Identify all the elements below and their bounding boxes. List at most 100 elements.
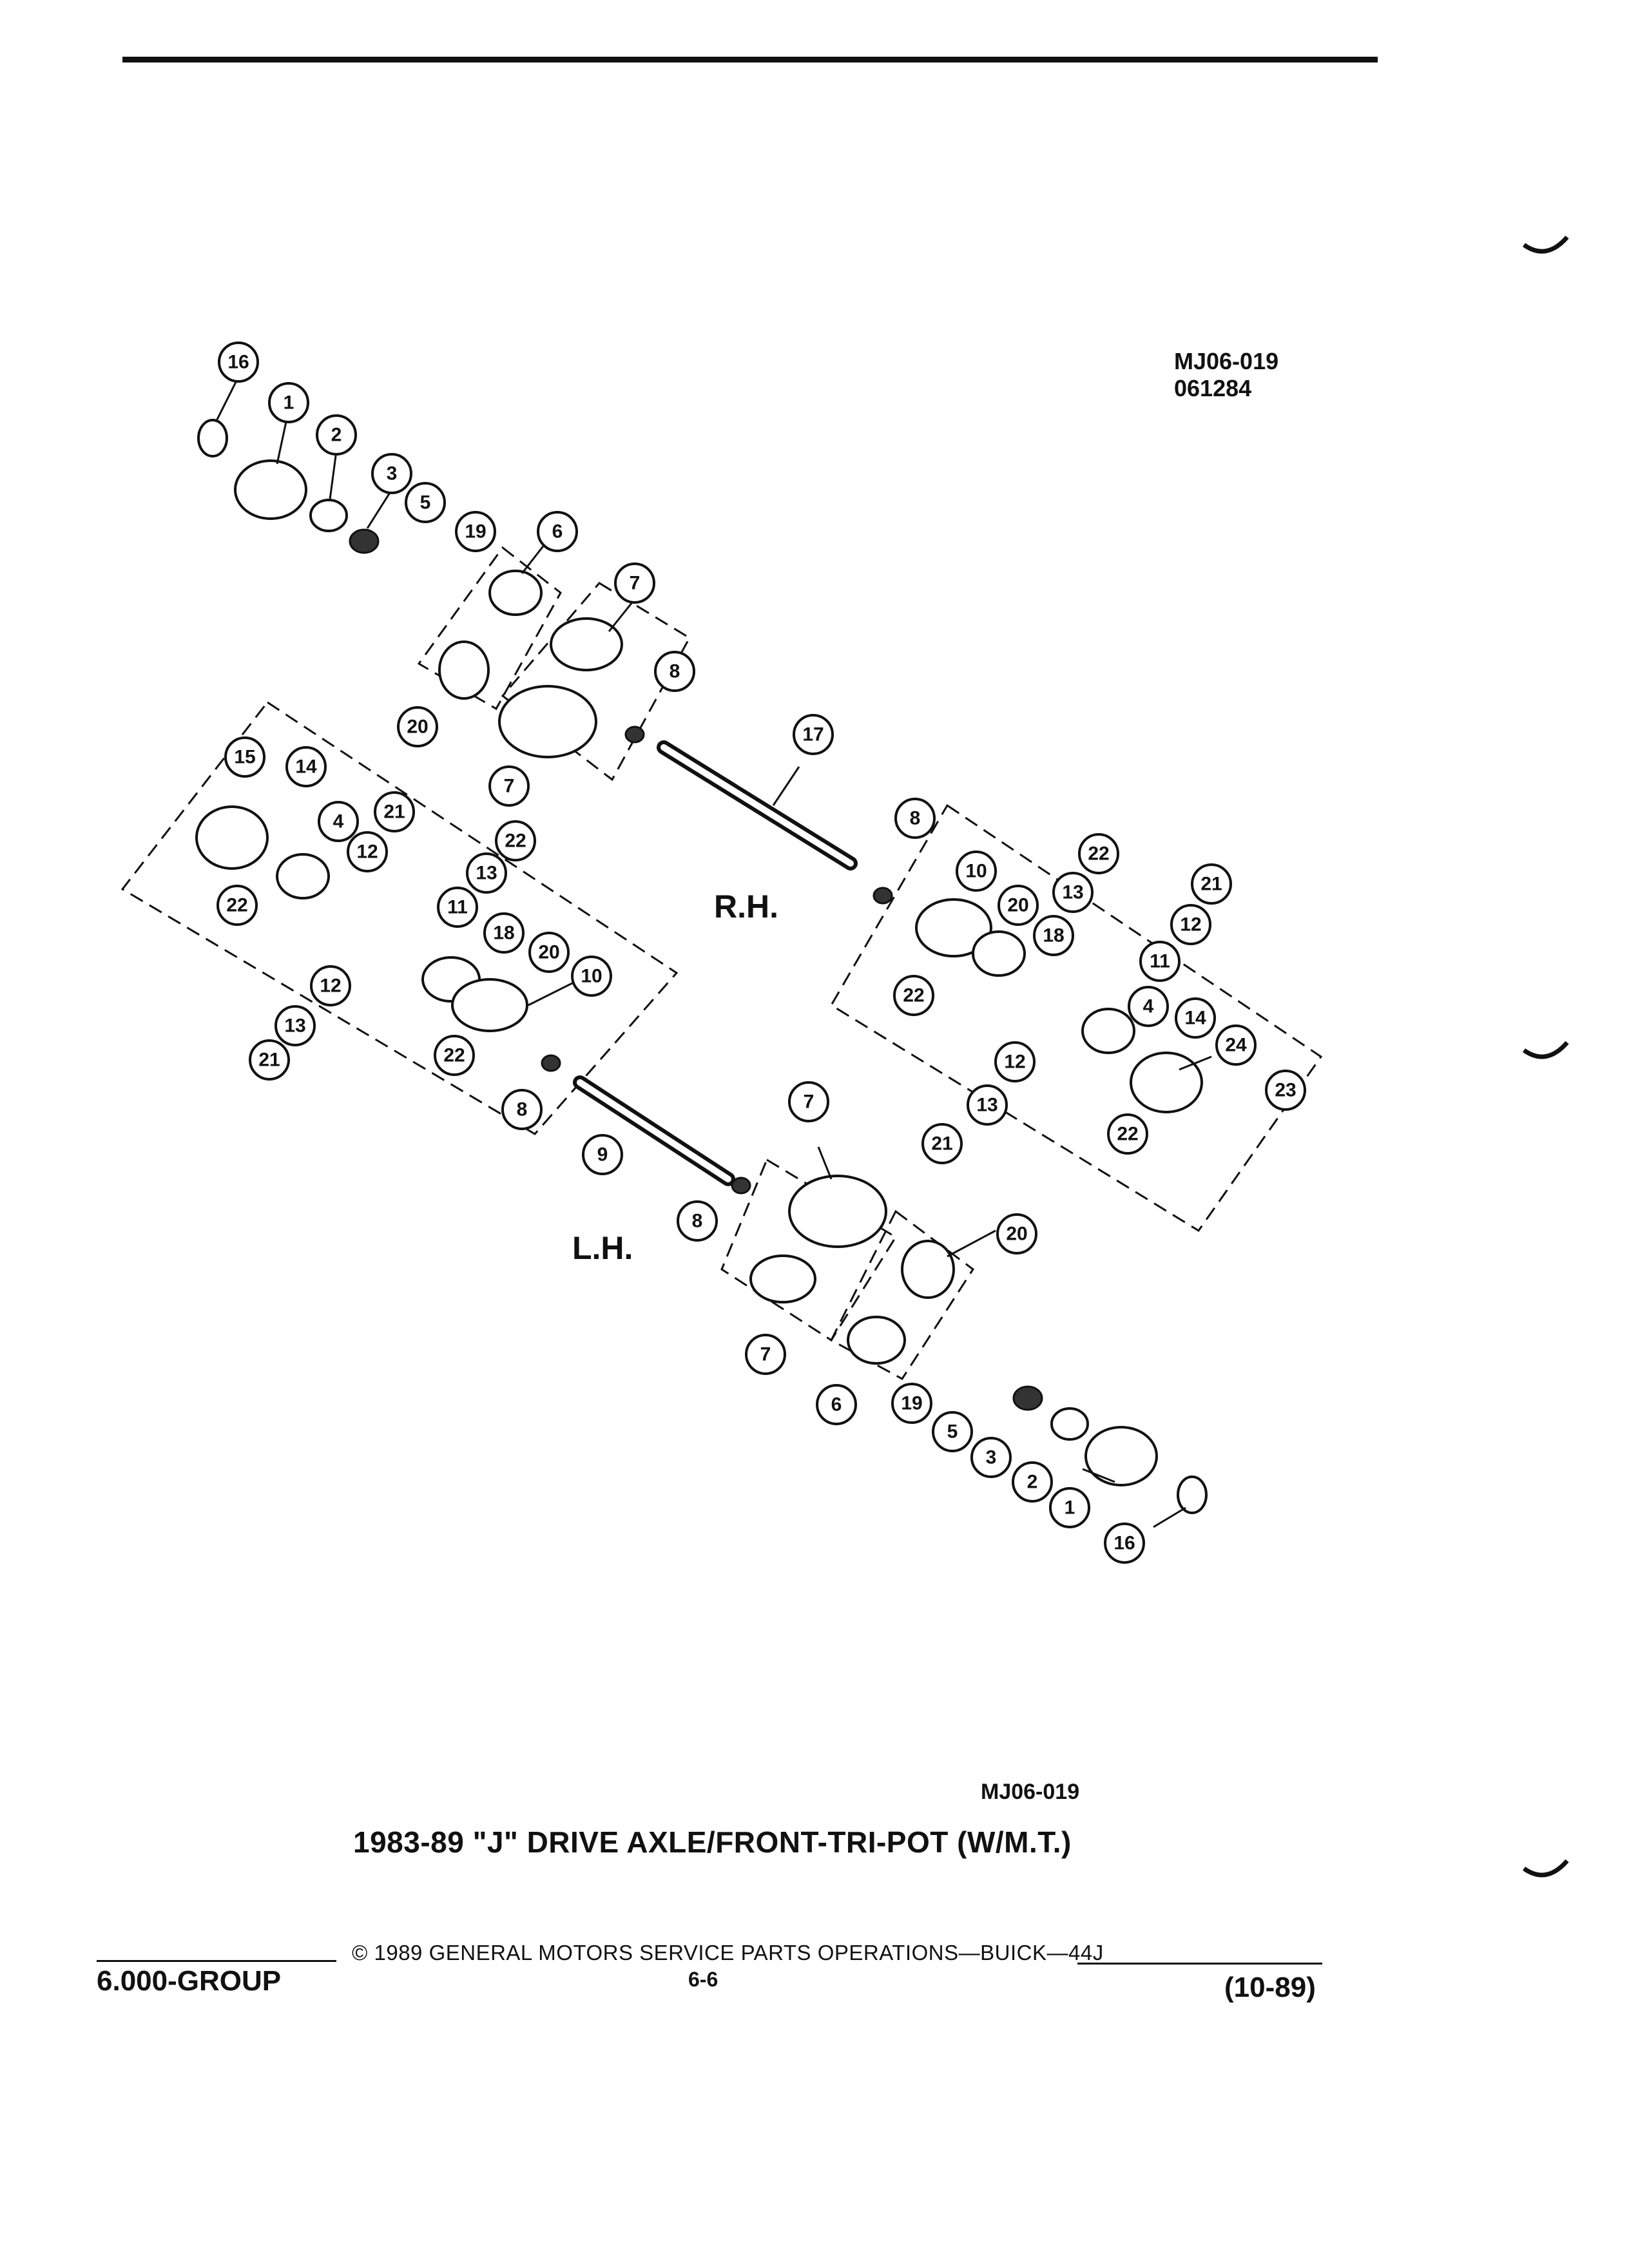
callout: 9 — [582, 1134, 623, 1175]
callout: 22 — [495, 820, 536, 861]
callouts-rh-upper: 16 1 2 3 5 19 6 7 20 7 8 17 — [218, 341, 834, 807]
callouts-rh-inner: 8 10 20 13 22 21 12 18 11 22 4 14 12 24 … — [893, 798, 1306, 1164]
svg-text:24: 24 — [1225, 1035, 1247, 1056]
callout: 19 — [891, 1383, 932, 1424]
retaining-ring-upper — [197, 419, 228, 457]
callout: 5 — [405, 482, 446, 523]
clamp-lh-inner — [541, 1054, 561, 1072]
retaining-ring-lower — [1177, 1475, 1208, 1514]
callout: 3 — [371, 453, 412, 494]
svg-text:10: 10 — [965, 861, 987, 882]
svg-text:3: 3 — [387, 463, 398, 485]
svg-text:21: 21 — [383, 802, 405, 823]
svg-text:14: 14 — [295, 756, 317, 778]
callout: 8 — [501, 1089, 543, 1130]
svg-text:22: 22 — [505, 831, 526, 852]
boot-large-upper — [498, 685, 597, 758]
svg-text:20: 20 — [407, 716, 428, 738]
callout: 6 — [537, 511, 578, 552]
inner-race-upper — [349, 528, 380, 554]
drawing-code: MJ06-019 — [1174, 348, 1279, 374]
svg-text:11: 11 — [447, 897, 468, 918]
outer-seal-lower — [847, 1316, 906, 1365]
svg-text:1: 1 — [1065, 1497, 1075, 1519]
callout: 22 — [1078, 833, 1119, 874]
svg-text:10: 10 — [581, 966, 602, 987]
callout: 13 — [967, 1084, 1008, 1126]
leader-line — [772, 766, 800, 806]
svg-text:20: 20 — [1007, 895, 1028, 916]
svg-text:21: 21 — [258, 1050, 280, 1071]
lh-shaft-highlight — [577, 1079, 731, 1182]
boot-clamp-upper — [624, 726, 645, 744]
footer-rule-right — [1077, 1963, 1322, 1965]
svg-text:2: 2 — [331, 425, 342, 446]
callout: 20 — [996, 1213, 1037, 1254]
callout: 20 — [528, 932, 570, 973]
inner-race-lower — [1012, 1385, 1043, 1411]
footer-copyright: © 1989 GENERAL MOTORS SERVICE PARTS OPER… — [352, 1941, 1104, 1965]
svg-text:12: 12 — [320, 975, 341, 997]
callout: 12 — [1170, 904, 1211, 945]
svg-text:18: 18 — [493, 923, 514, 944]
callout: 17 — [793, 714, 834, 755]
svg-text:5: 5 — [420, 492, 431, 514]
leader-line — [1082, 1468, 1115, 1483]
outer-cv-housing-upper — [234, 459, 307, 520]
svg-text:18: 18 — [1043, 925, 1064, 947]
leader-line — [817, 1146, 833, 1180]
svg-text:16: 16 — [1113, 1533, 1135, 1554]
leader-line — [215, 376, 240, 423]
drawing-code-block: MJ06-019 061284 — [1174, 348, 1278, 402]
svg-text:7: 7 — [760, 1344, 771, 1365]
svg-text:8: 8 — [910, 808, 921, 829]
inner-boot-rh — [915, 898, 992, 957]
cage-upper — [309, 499, 348, 532]
outer-seal-upper — [488, 570, 543, 616]
svg-text:17: 17 — [802, 724, 824, 745]
callouts-lh-lower: 7 8 20 7 6 19 5 3 2 1 16 — [677, 1081, 1145, 1564]
callout: 6 — [816, 1384, 857, 1425]
clamp-rh-inner — [872, 887, 893, 905]
spider-lh — [276, 853, 330, 899]
callout: 4 — [1128, 986, 1169, 1027]
svg-text:8: 8 — [692, 1211, 703, 1232]
svg-text:22: 22 — [1088, 843, 1109, 865]
svg-text:6: 6 — [831, 1394, 842, 1416]
boot-clamp-ring-upper — [438, 640, 490, 700]
boot-small-upper — [550, 617, 623, 671]
footer-revision: (10-89) — [1224, 1972, 1316, 2003]
boot-clamp-ring-lower — [901, 1240, 955, 1299]
callout: 13 — [1052, 872, 1094, 913]
parts — [195, 419, 1208, 1514]
callout: 4 — [318, 801, 359, 842]
callout: 21 — [374, 791, 415, 832]
callout: 18 — [483, 912, 525, 954]
svg-text:9: 9 — [597, 1144, 608, 1166]
leader-line — [528, 978, 581, 1006]
callout: 21 — [249, 1039, 290, 1081]
svg-text:21: 21 — [1200, 874, 1222, 895]
leader-line — [329, 450, 338, 500]
callout: 24 — [1215, 1024, 1257, 1066]
binder-mark-icon — [1522, 235, 1569, 254]
callout: 7 — [488, 765, 530, 807]
callout: 11 — [437, 887, 478, 928]
kit-boundary-upper-boot-b — [501, 582, 691, 782]
kit-boundary-lh-inner — [120, 700, 679, 1135]
callout: 22 — [893, 975, 934, 1016]
footer-page-number: 6-6 — [688, 1968, 718, 1991]
leader-line — [366, 489, 393, 529]
svg-text:12: 12 — [1004, 1052, 1025, 1073]
svg-text:13: 13 — [976, 1095, 998, 1116]
svg-text:2: 2 — [1027, 1472, 1038, 1493]
kit-boundary-upper-boot-a — [417, 546, 562, 711]
figure-code: MJ06-019 — [981, 1780, 1080, 1804]
svg-text:8: 8 — [517, 1099, 528, 1120]
callout: 21 — [921, 1123, 963, 1164]
kit-boundary-rh-inner — [829, 803, 1323, 1233]
svg-text:7: 7 — [504, 776, 515, 797]
binder-mark-icon — [1522, 1859, 1569, 1878]
leader-line — [276, 418, 288, 465]
